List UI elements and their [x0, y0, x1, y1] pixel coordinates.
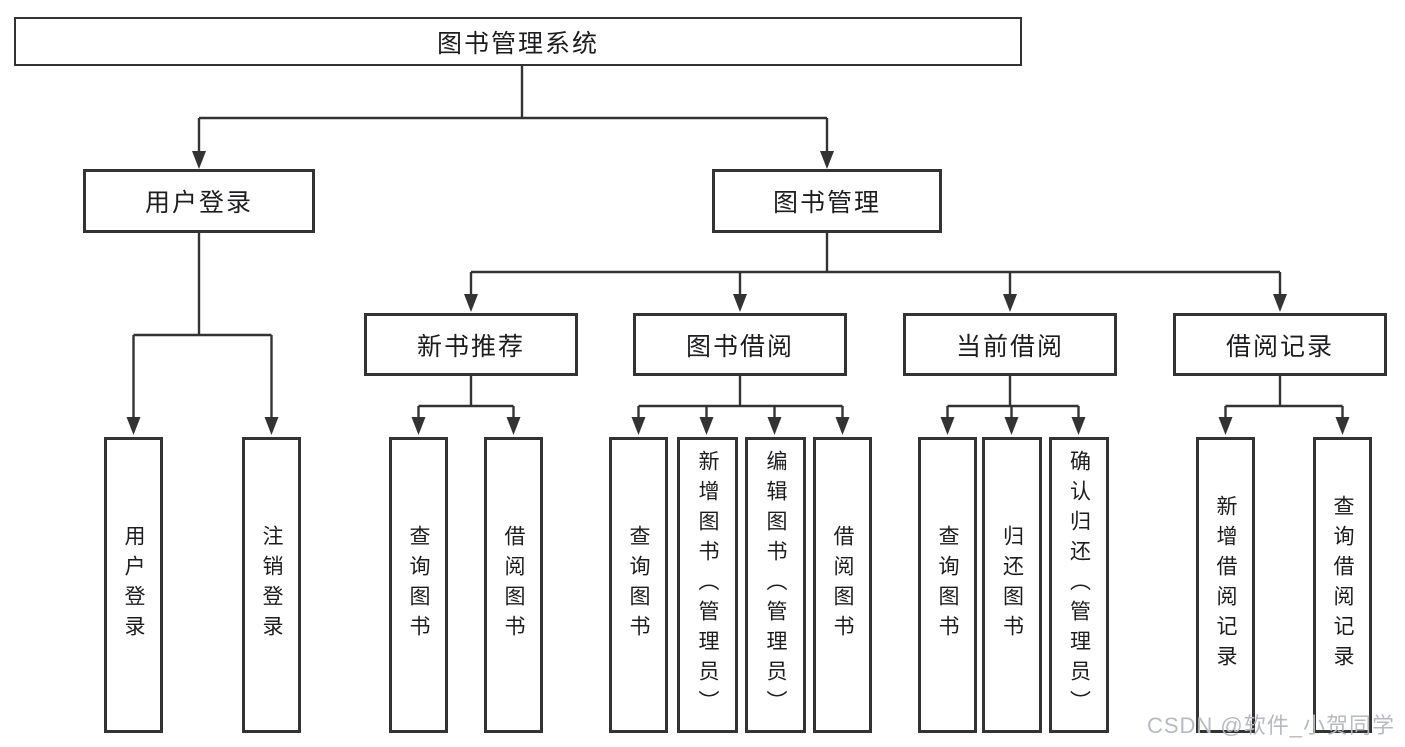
connector-new-book-recommendation-to-leaves: [411, 376, 521, 435]
node-user-login: 用户登录: [83, 169, 315, 233]
leaf-label: 确认归还（管理员）: [1067, 450, 1091, 720]
node-label: 借阅记录: [1225, 332, 1334, 361]
leaf-query-books-borrow: 查询图书: [609, 437, 668, 733]
leaf-label: 新增图书（管理员）: [696, 450, 719, 720]
leaf-label: 查询借阅记录: [1331, 495, 1354, 675]
node-book-borrowing: 图书借阅: [633, 313, 847, 376]
leaf-add-borrow-record: 新增借阅记录: [1196, 437, 1255, 733]
leaf-confirm-return-admin: 确认归还（管理员）: [1049, 437, 1109, 733]
leaf-label: 新增借阅记录: [1214, 495, 1237, 675]
leaf-borrow-books: 借阅图书: [813, 437, 872, 733]
leaf-label: 注销登录: [260, 525, 283, 645]
leaf-label: 查询图书: [936, 525, 959, 645]
leaf-query-books-recommend: 查询图书: [389, 437, 448, 733]
watermark: CSDN @软件_小贺同学: [1146, 713, 1395, 738]
connector-borrowing-records-to-leaves: [1218, 376, 1350, 435]
node-label: 图书管理系统: [436, 29, 599, 58]
leaf-label: 借阅图书: [831, 525, 854, 645]
node-label: 图书管理: [772, 189, 881, 217]
leaf-label: 借阅图书: [502, 525, 525, 645]
connector-user-login-to-leaves: [126, 233, 279, 435]
leaf-label: 编辑图书（管理员）: [764, 450, 787, 720]
leaf-return-books: 归还图书: [982, 437, 1042, 733]
node-new-book-recommendation: 新书推荐: [364, 313, 578, 376]
node-book-management: 图书管理: [712, 169, 942, 233]
node-label: 图书借阅: [685, 332, 794, 361]
node-label: 当前借阅: [955, 332, 1064, 361]
node-borrowing-records: 借阅记录: [1173, 313, 1387, 376]
leaf-add-books-admin: 新增图书（管理员）: [677, 437, 738, 733]
node-label: 用户登录: [144, 189, 253, 217]
leaf-label: 查询图书: [407, 525, 430, 645]
node-library-management-system: 图书管理系统: [14, 17, 1022, 66]
leaf-edit-books-admin: 编辑图书（管理员）: [745, 437, 806, 733]
leaf-label: 查询图书: [627, 525, 650, 645]
node-current-borrowing: 当前借阅: [903, 313, 1117, 376]
leaf-query-borrow-record: 查询借阅记录: [1313, 437, 1372, 733]
leaf-label: 用户登录: [122, 525, 145, 645]
leaf-label: 归还图书: [1000, 525, 1024, 645]
leaf-user-login: 用户登录: [104, 437, 163, 733]
leaf-query-books-current: 查询图书: [918, 437, 977, 733]
connector-current-borrowing-to-leaves: [940, 376, 1086, 435]
node-label: 新书推荐: [416, 332, 525, 361]
leaf-logout: 注销登录: [242, 437, 301, 733]
connector-book-management-to-level2: [464, 233, 1287, 312]
leaf-borrow-books-recommend: 借阅图书: [484, 437, 543, 733]
connector-book-borrowing-to-leaves: [631, 376, 850, 435]
connector-root-to-level1: [192, 66, 834, 169]
